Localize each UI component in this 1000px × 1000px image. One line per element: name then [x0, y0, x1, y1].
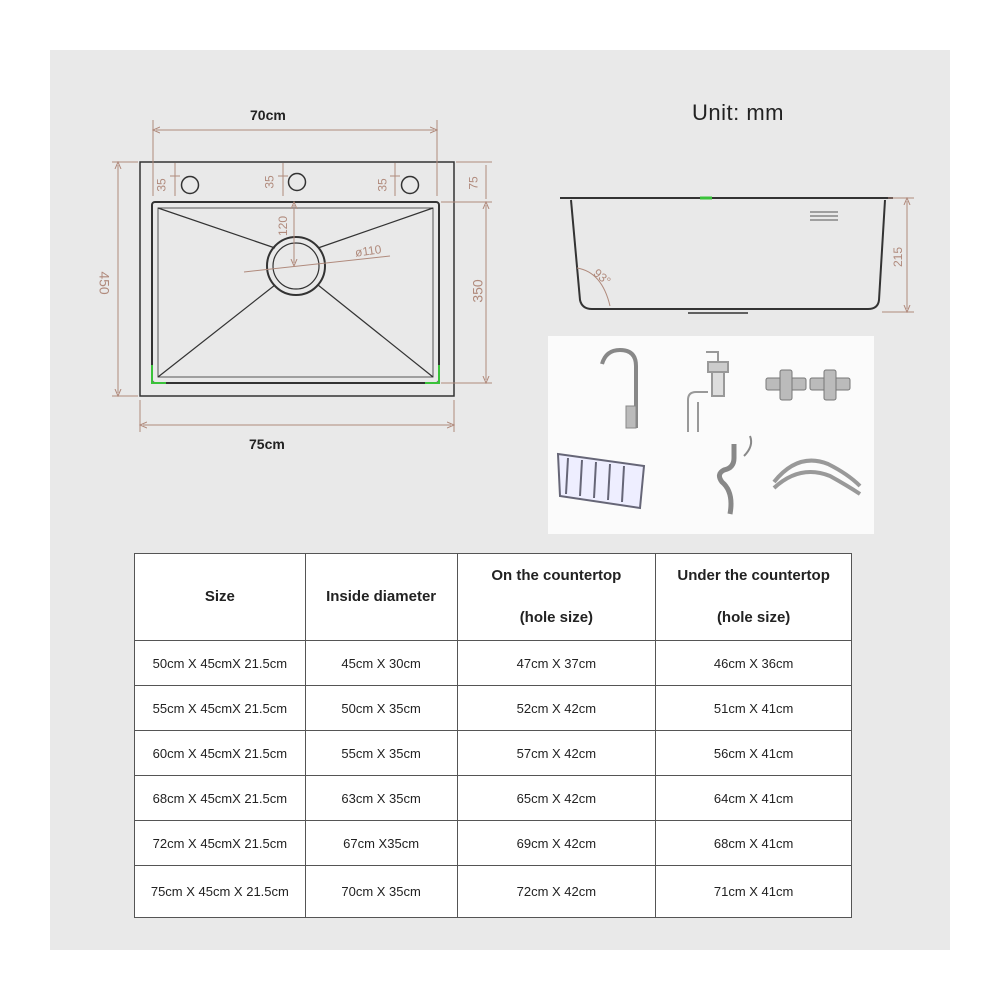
- height-label: 450: [96, 271, 113, 295]
- depth-label: 215: [891, 246, 906, 268]
- size-spec-table: Size Inside diameter On the countertop(h…: [134, 553, 852, 918]
- cell-inside-diameter: 55cm X 35cm: [304, 730, 458, 776]
- cell-inside-diameter: 63cm X 35cm: [304, 775, 458, 821]
- cell-on-countertop: 65cm X 42cm: [456, 775, 657, 821]
- edge-offset-label: 75: [466, 176, 481, 190]
- table-row: 50cm X 45cmX 21.5cm 45cm X 30cm 47cm X 3…: [134, 640, 852, 686]
- tap-hole: [287, 172, 307, 192]
- tap-hole: [400, 175, 420, 195]
- cell-on-countertop: 57cm X 42cm: [456, 730, 657, 776]
- sink-side-view-diagram: [560, 196, 914, 314]
- slope-line: [317, 284, 434, 378]
- overflow-slots: [810, 211, 838, 221]
- drain-pipe-icon: [716, 435, 753, 515]
- cell-inside-diameter: 50cm X 35cm: [304, 685, 458, 731]
- cell-on-countertop: 47cm X 37cm: [456, 640, 657, 686]
- hole-offset-label: 35: [154, 178, 169, 192]
- slope-line: [157, 284, 276, 378]
- cell-size: 75cm X 45cm X 21.5cm: [134, 865, 306, 918]
- cell-size: 55cm X 45cmX 21.5cm: [134, 685, 306, 731]
- header-inside-diameter: Inside diameter: [304, 553, 458, 641]
- table-row: 55cm X 45cmX 21.5cm 50cm X 35cm 52cm X 4…: [134, 685, 852, 731]
- cell-size: 68cm X 45cmX 21.5cm: [134, 775, 306, 821]
- table-row: 68cm X 45cmX 21.5cm 63cm X 35cm 65cm X 4…: [134, 775, 852, 821]
- green-corner-mark: [151, 365, 166, 384]
- sink-top-view-diagram: [112, 120, 914, 432]
- hole-offset-label: 35: [262, 175, 277, 189]
- green-corner-mark: [425, 365, 440, 384]
- table-row: 75cm X 45cm X 21.5cm 70cm X 35cm 72cm X …: [134, 865, 852, 918]
- accessories-illustration: [556, 347, 862, 515]
- basin-outline: [151, 201, 440, 384]
- header-under-countertop: Under the countertop(hole size): [655, 553, 852, 641]
- cell-inside-diameter: 70cm X 35cm: [304, 865, 458, 918]
- cell-under-countertop: 56cm X 41cm: [655, 730, 852, 776]
- basin-side-outline: [570, 199, 886, 310]
- accessories-panel: [548, 336, 874, 534]
- table-row: 60cm X 45cmX 21.5cm 55cm X 35cm 57cm X 4…: [134, 730, 852, 776]
- cell-under-countertop: 51cm X 41cm: [655, 685, 852, 731]
- soap-dispenser-icon: [687, 351, 729, 432]
- cell-on-countertop: 69cm X 42cm: [456, 820, 657, 866]
- table-row: 72cm X 45cmX 21.5cm 67cm X35cm 69cm X 42…: [134, 820, 852, 866]
- header-size: Size: [134, 553, 306, 641]
- cell-inside-diameter: 67cm X35cm: [304, 820, 458, 866]
- cell-size: 50cm X 45cmX 21.5cm: [134, 640, 306, 686]
- slope-line: [317, 207, 434, 249]
- angle-valve-icon: [765, 369, 851, 401]
- cell-under-countertop: 64cm X 41cm: [655, 775, 852, 821]
- cell-inside-diameter: 45cm X 30cm: [304, 640, 458, 686]
- tap-hole: [180, 175, 200, 195]
- table-header-row: Size Inside diameter On the countertop(h…: [134, 553, 852, 641]
- width-bottom-label: 75cm: [249, 436, 285, 452]
- drain-offset-label: 120: [276, 215, 291, 237]
- slope-line: [157, 207, 276, 249]
- cell-size: 60cm X 45cmX 21.5cm: [134, 730, 306, 776]
- cell-under-countertop: 71cm X 41cm: [655, 865, 852, 918]
- faucet-icon: [600, 347, 638, 429]
- width-top-label: 70cm: [250, 107, 286, 123]
- cell-under-countertop: 68cm X 41cm: [655, 820, 852, 866]
- dish-rack-icon: [556, 452, 646, 510]
- braided-hose-icon: [772, 458, 862, 496]
- cell-under-countertop: 46cm X 36cm: [655, 640, 852, 686]
- sink-outer-outline: [139, 161, 455, 397]
- cell-on-countertop: 72cm X 42cm: [456, 865, 657, 918]
- basin-inner-outline: [157, 207, 434, 378]
- cell-size: 72cm X 45cmX 21.5cm: [134, 820, 306, 866]
- unit-label: Unit: mm: [692, 100, 784, 125]
- hole-offset-label: 35: [375, 178, 390, 192]
- inner-height-label: 350: [469, 279, 486, 303]
- angle-arc: [576, 267, 611, 307]
- drain-diameter-leader: [243, 255, 391, 273]
- cell-on-countertop: 52cm X 42cm: [456, 685, 657, 731]
- header-on-countertop: On the countertop(hole size): [456, 553, 657, 641]
